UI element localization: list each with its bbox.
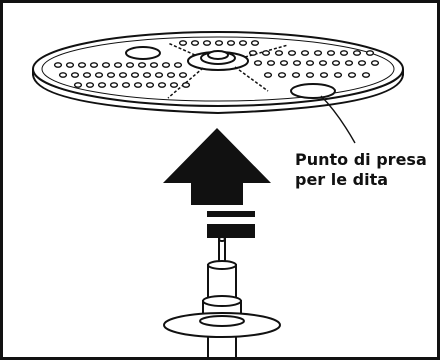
drive-shaft bbox=[163, 236, 281, 357]
grating-hole bbox=[58, 72, 68, 78]
grating-hole bbox=[319, 72, 329, 78]
grating-hole bbox=[73, 82, 83, 88]
grating-hole bbox=[133, 82, 143, 88]
grating-hole bbox=[248, 50, 258, 56]
grating-hole bbox=[365, 50, 375, 56]
grating-hole bbox=[261, 50, 271, 56]
grating-hole bbox=[333, 72, 343, 78]
grating-hole bbox=[214, 40, 224, 46]
finger-grip-hole bbox=[290, 83, 336, 99]
grating-hole bbox=[89, 62, 99, 68]
grating-hole bbox=[97, 82, 107, 88]
grating-hole bbox=[331, 60, 341, 66]
grating-hole bbox=[305, 72, 315, 78]
grating-hole bbox=[173, 62, 183, 68]
grating-hole bbox=[169, 82, 179, 88]
grating-hole bbox=[137, 62, 147, 68]
grating-hole bbox=[238, 40, 248, 46]
grating-hole bbox=[130, 72, 140, 78]
grating-hole bbox=[121, 82, 131, 88]
grating-disc bbox=[32, 31, 404, 115]
grating-hole bbox=[300, 50, 310, 56]
grating-hole bbox=[357, 60, 367, 66]
grating-hole bbox=[352, 50, 362, 56]
grating-hole bbox=[65, 62, 75, 68]
grating-hole bbox=[292, 60, 302, 66]
grating-hole bbox=[157, 82, 167, 88]
grating-hole bbox=[291, 72, 301, 78]
grating-hole bbox=[202, 40, 212, 46]
grating-hole bbox=[125, 62, 135, 68]
grating-hole bbox=[277, 72, 287, 78]
grating-hole bbox=[178, 72, 188, 78]
grating-hole bbox=[113, 62, 123, 68]
grating-hole bbox=[109, 82, 119, 88]
grating-hole bbox=[250, 40, 260, 46]
grating-hole bbox=[326, 50, 336, 56]
grating-hole bbox=[287, 50, 297, 56]
grating-hole bbox=[181, 82, 191, 88]
callout-leader bbox=[320, 95, 356, 144]
grating-hole bbox=[344, 60, 354, 66]
finger-grip-label: Punto di presa per le dita bbox=[295, 150, 427, 190]
grating-hole bbox=[226, 40, 236, 46]
grating-hole bbox=[145, 82, 155, 88]
grating-hole bbox=[339, 50, 349, 56]
finger-grip-label-line1: Punto di presa bbox=[295, 150, 427, 169]
up-arrow bbox=[163, 128, 271, 238]
grating-hole bbox=[318, 60, 328, 66]
grating-hole bbox=[274, 50, 284, 56]
grating-hole bbox=[85, 82, 95, 88]
grating-hole bbox=[361, 72, 371, 78]
grating-hole bbox=[305, 60, 315, 66]
grating-hole bbox=[166, 72, 176, 78]
grating-hole bbox=[370, 60, 380, 66]
grating-hole bbox=[142, 72, 152, 78]
grating-hole bbox=[118, 72, 128, 78]
grating-hole bbox=[82, 72, 92, 78]
grating-hole bbox=[279, 60, 289, 66]
grating-hole bbox=[263, 72, 273, 78]
grating-hole bbox=[190, 40, 200, 46]
grating-hole bbox=[266, 60, 276, 66]
assembly-illustration bbox=[32, 31, 404, 357]
grating-hole bbox=[161, 62, 171, 68]
grating-hole bbox=[149, 62, 159, 68]
grating-hole bbox=[347, 72, 357, 78]
grating-hole bbox=[77, 62, 87, 68]
grating-hole bbox=[313, 50, 323, 56]
grating-hole bbox=[178, 40, 188, 46]
grating-hole bbox=[53, 62, 63, 68]
grating-hole bbox=[253, 60, 263, 66]
grating-hole bbox=[70, 72, 80, 78]
grating-hole bbox=[106, 72, 116, 78]
grating-hole bbox=[94, 72, 104, 78]
grating-holes bbox=[53, 40, 380, 88]
finger-grip-label-line2: per le dita bbox=[295, 170, 389, 189]
grating-hole bbox=[154, 72, 164, 78]
grating-hole bbox=[101, 62, 111, 68]
